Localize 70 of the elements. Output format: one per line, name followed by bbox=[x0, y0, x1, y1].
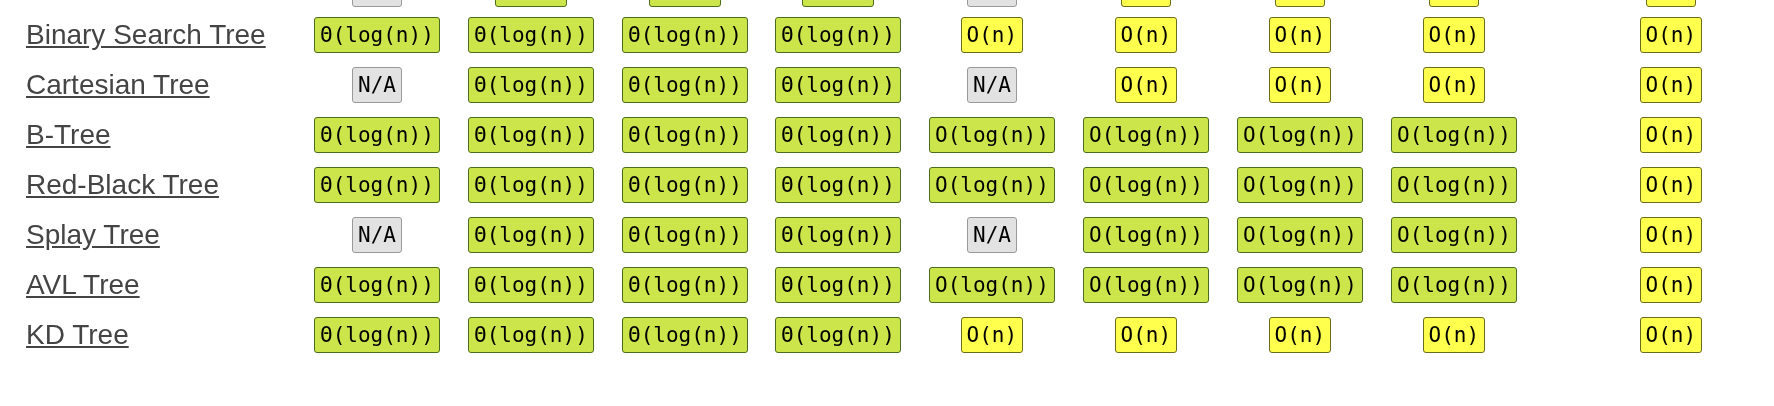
complexity-badge: Θ(log(n)) bbox=[775, 167, 901, 203]
complexity-badge: Θ(log(n)) bbox=[468, 267, 594, 303]
complexity-badge: O(n) bbox=[1114, 17, 1178, 53]
complexity-badge: O(log(n)) bbox=[1083, 167, 1209, 203]
complexity-badge: O(n) bbox=[1422, 17, 1486, 53]
complexity-badge: O(log(n)) bbox=[1391, 117, 1517, 153]
complexity-badge: O(log(n)) bbox=[1391, 217, 1517, 253]
complexity-badge: Θ(log(n)) bbox=[314, 17, 440, 53]
complexity-badge: Θ(log(n)) bbox=[468, 167, 594, 203]
complexity-badge: O(log(n)) bbox=[929, 267, 1055, 303]
complexity-badge: Θ(log(n)) bbox=[775, 117, 901, 153]
complexity-badge: O(log(n)) bbox=[1237, 217, 1363, 253]
complexity-badge: Θ(log(n)) bbox=[622, 267, 748, 303]
complexity-badge: O(n) bbox=[1639, 317, 1703, 353]
complexity-badge: Θ(log(n)) bbox=[314, 167, 440, 203]
complexity-badge: N/A bbox=[352, 217, 402, 253]
complexity-badge: O(log(n)) bbox=[929, 117, 1055, 153]
complexity-badge: O(n) bbox=[1268, 67, 1332, 103]
complexity-badge: N/A bbox=[967, 67, 1017, 103]
complexity-badge: O(n) bbox=[1114, 317, 1178, 353]
complexity-badge: Θ(log(n)) bbox=[314, 117, 440, 153]
complexity-badge: Θ(log(n)) bbox=[622, 217, 748, 253]
row-link: Splay Tree bbox=[26, 219, 160, 251]
row-link: Red-Black Tree bbox=[26, 169, 219, 201]
complexity-badge: Θ(log(n)) bbox=[622, 317, 748, 353]
complexity-badge: Θ(log(n)) bbox=[468, 17, 594, 53]
row-link: AVL Tree bbox=[26, 269, 140, 301]
complexity-badge: Θ(log(n)) bbox=[314, 317, 440, 353]
complexity-badge: O(n) bbox=[1639, 117, 1703, 153]
complexity-badge: O(log(n)) bbox=[1237, 167, 1363, 203]
complexity-badge: O(n) bbox=[1639, 67, 1703, 103]
row-link: Binary Search Tree bbox=[26, 19, 266, 51]
complexity-badge: O(log(n)) bbox=[929, 167, 1055, 203]
complexity-badge: Θ(log(n)) bbox=[314, 267, 440, 303]
complexity-badge: Θ(log(n)) bbox=[775, 67, 901, 103]
complexity-badge: Θ(log(n)) bbox=[468, 67, 594, 103]
complexity-badge: O(n) bbox=[1639, 17, 1703, 53]
complexity-badge: O(n) bbox=[1114, 67, 1178, 103]
row-link: B-Tree bbox=[26, 119, 111, 151]
complexity-badge: Θ(log(n)) bbox=[468, 317, 594, 353]
complexity-badge: O(n) bbox=[1639, 267, 1703, 303]
complexity-badge: O(n) bbox=[960, 317, 1024, 353]
complexity-badge: Θ(log(n)) bbox=[775, 317, 901, 353]
complexity-badge: O(log(n)) bbox=[1083, 267, 1209, 303]
complexity-badge: O(n) bbox=[1422, 317, 1486, 353]
row-link: KD Tree bbox=[26, 319, 129, 351]
complexity-badge: N/A bbox=[967, 217, 1017, 253]
complexity-badge: O(log(n)) bbox=[1083, 217, 1209, 253]
complexity-badge: O(log(n)) bbox=[1391, 267, 1517, 303]
complexity-badge: Θ(log(n)) bbox=[622, 67, 748, 103]
complexity-badge: Θ(log(n)) bbox=[775, 217, 901, 253]
complexity-badge: Θ(log(n)) bbox=[622, 17, 748, 53]
complexity-badge: Θ(log(n)) bbox=[775, 267, 901, 303]
complexity-badge: O(log(n)) bbox=[1391, 167, 1517, 203]
complexity-badge: Θ(log(n)) bbox=[468, 117, 594, 153]
complexity-badge: O(n) bbox=[1268, 17, 1332, 53]
row-link: Cartesian Tree bbox=[26, 69, 210, 101]
complexity-badge: Θ(log(n)) bbox=[775, 17, 901, 53]
complexity-badge: O(log(n)) bbox=[1083, 117, 1209, 153]
complexity-badge: O(log(n)) bbox=[1237, 267, 1363, 303]
complexity-badge: Θ(log(n)) bbox=[622, 167, 748, 203]
complexity-badge: N/A bbox=[352, 67, 402, 103]
complexity-badge: Θ(log(n)) bbox=[622, 117, 748, 153]
complexity-badge: O(n) bbox=[1639, 217, 1703, 253]
complexity-badge: O(n) bbox=[1639, 167, 1703, 203]
complexity-badge: O(n) bbox=[960, 17, 1024, 53]
complexity-badge: O(n) bbox=[1422, 67, 1486, 103]
complexity-badge: O(log(n)) bbox=[1237, 117, 1363, 153]
complexity-badge: Θ(log(n)) bbox=[468, 217, 594, 253]
complexity-badge: O(n) bbox=[1268, 317, 1332, 353]
